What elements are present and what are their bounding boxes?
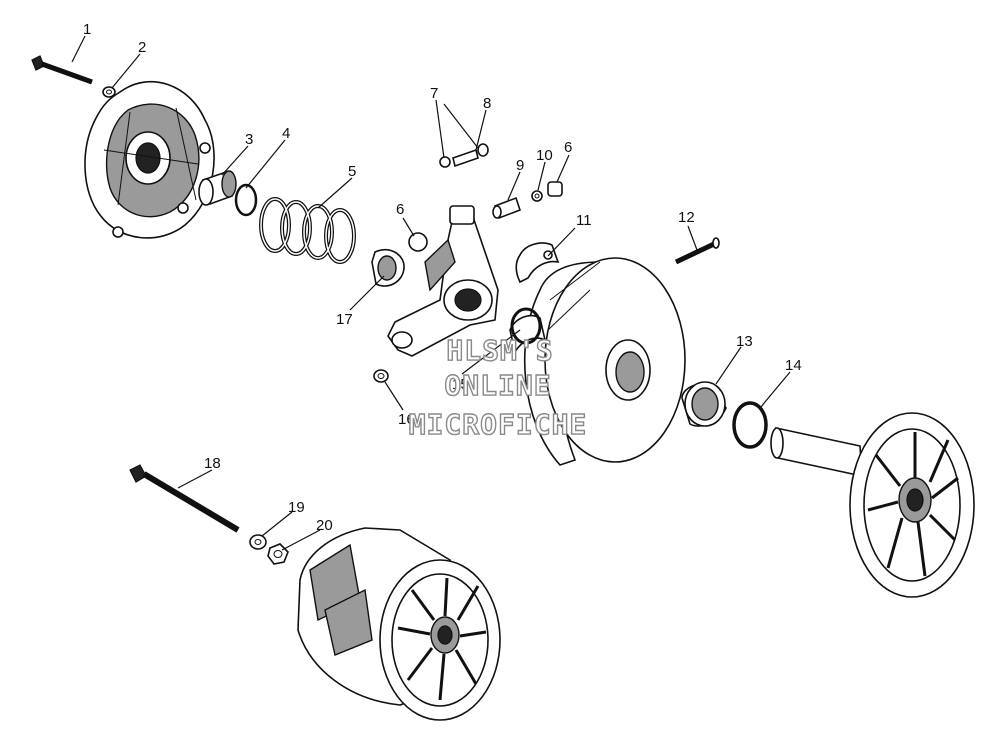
part-clutch-cover xyxy=(84,81,215,239)
part-washer-19 xyxy=(249,534,267,550)
part-ring-15 xyxy=(510,307,542,345)
part-roller-6b xyxy=(547,181,563,197)
watermark-line-1: HLSM'S xyxy=(446,334,553,367)
callout-labels: 1 2 3 4 5 6 6 7 8 9 10 11 12 13 14 15 16… xyxy=(83,21,802,534)
callout-12: 12 xyxy=(678,209,695,226)
callout-6b: 6 xyxy=(564,139,572,156)
watermark-line-2: ONLINE xyxy=(444,369,551,402)
part-nut-20 xyxy=(267,543,289,565)
part-snap-ring-4 xyxy=(234,183,258,217)
part-cam-weight-11 xyxy=(515,242,560,284)
callout-4: 4 xyxy=(282,125,290,142)
part-bolt-18 xyxy=(129,464,240,533)
part-pin-7-8 xyxy=(439,143,489,168)
watermark-line-3: MICROFICHE xyxy=(409,408,588,441)
callout-20: 20 xyxy=(316,517,333,534)
callout-19: 19 xyxy=(288,499,305,516)
callout-5: 5 xyxy=(348,163,356,180)
part-washer-2 xyxy=(102,86,116,98)
part-retainer-17 xyxy=(371,248,405,287)
callout-2: 2 xyxy=(138,39,146,56)
part-pin-9 xyxy=(492,196,522,220)
part-roller-6a xyxy=(408,232,428,252)
callout-6a: 6 xyxy=(396,201,404,218)
callout-7: 7 xyxy=(430,85,438,102)
part-fixed-sheave-right xyxy=(770,412,975,598)
callout-11: 11 xyxy=(576,212,592,229)
callout-13: 13 xyxy=(736,333,753,350)
part-bushing-3 xyxy=(198,170,237,206)
callout-17: 17 xyxy=(336,311,353,328)
callout-9: 9 xyxy=(516,157,524,174)
callout-18: 18 xyxy=(204,455,221,472)
callout-8: 8 xyxy=(483,95,491,112)
part-spring-5 xyxy=(259,197,356,264)
part-nut-16 xyxy=(373,369,389,383)
part-clutch-assembly xyxy=(297,527,501,721)
callout-14: 14 xyxy=(785,357,802,374)
watermark: HLSM'S ONLINE MICROFICHE xyxy=(408,333,588,441)
part-spider-arm xyxy=(387,205,499,357)
leader-lines xyxy=(71,35,791,551)
part-bolt-12 xyxy=(674,237,720,265)
callout-3: 3 xyxy=(245,131,253,148)
part-movable-sheave xyxy=(509,257,686,466)
part-washer-10 xyxy=(531,190,543,202)
part-bolt-1 xyxy=(31,55,93,85)
callout-16: 16 xyxy=(398,411,415,428)
part-ring-14 xyxy=(732,401,768,449)
callout-15: 15 xyxy=(452,376,469,393)
callout-10: 10 xyxy=(536,147,553,164)
callout-1: 1 xyxy=(83,21,91,38)
part-bushing-13 xyxy=(681,381,727,427)
